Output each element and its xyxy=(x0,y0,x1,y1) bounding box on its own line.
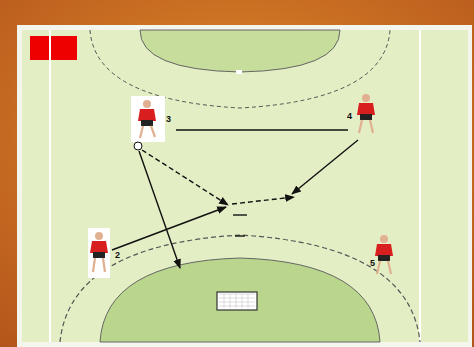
callout-number: 5 xyxy=(370,259,375,268)
pass-line xyxy=(176,129,348,130)
ball xyxy=(134,142,142,150)
run-arrow xyxy=(139,151,180,268)
goal-net xyxy=(219,294,255,308)
player xyxy=(131,96,165,142)
callout-number: 4 xyxy=(347,112,352,121)
page-frame xyxy=(17,25,472,347)
run-arrow xyxy=(292,140,358,194)
court-surface xyxy=(22,30,468,342)
mark xyxy=(236,70,242,74)
penalty-mark xyxy=(233,214,247,216)
goalkeeper-mark xyxy=(235,235,245,237)
goal-area xyxy=(140,30,340,72)
side-line xyxy=(419,30,421,342)
pass-arrow xyxy=(232,197,294,204)
free-throw-line xyxy=(60,235,420,342)
run-arrow xyxy=(112,207,226,250)
red-mark xyxy=(30,36,77,60)
side-line xyxy=(49,30,51,342)
goal xyxy=(217,292,257,310)
pass-arrow xyxy=(142,150,228,205)
callout-number: 3 xyxy=(166,115,171,124)
callout-number: 2 xyxy=(115,251,120,260)
player xyxy=(357,94,375,133)
player xyxy=(88,228,110,278)
player xyxy=(375,235,393,274)
goal-area xyxy=(100,258,380,342)
